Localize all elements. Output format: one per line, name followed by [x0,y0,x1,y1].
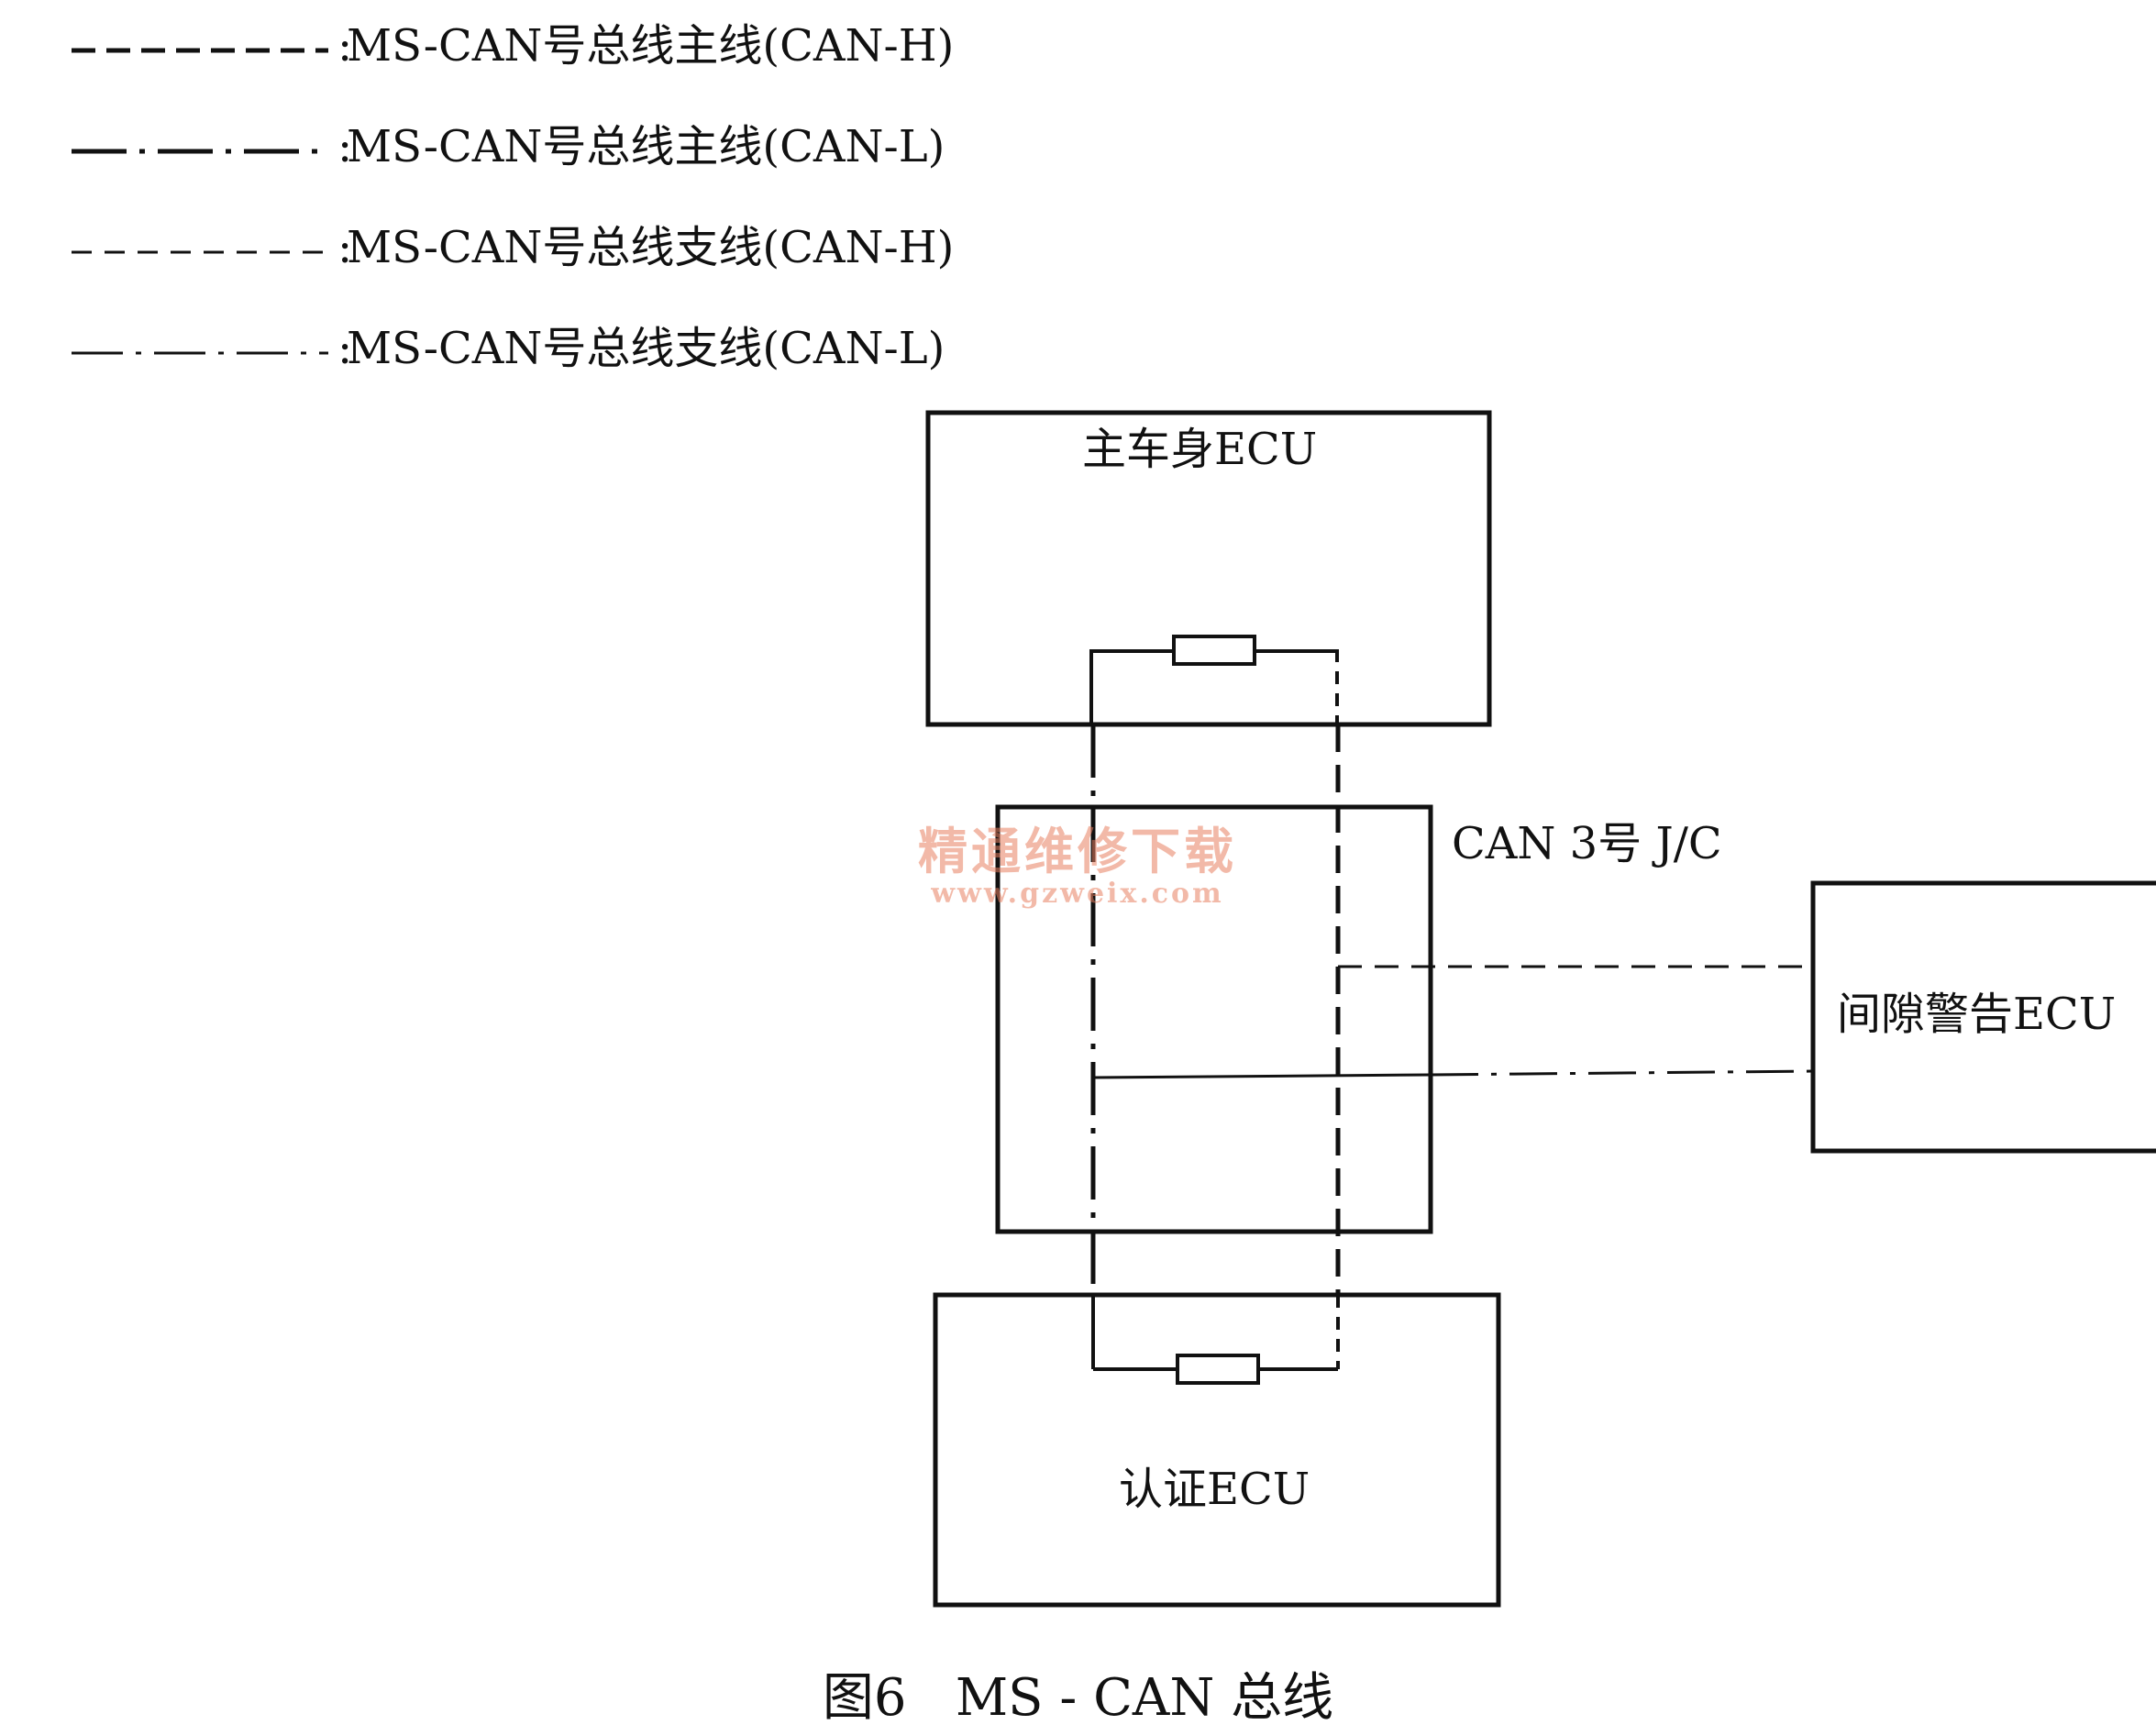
legend-swatch-main-dashed [72,48,328,53]
legend-item-main-can-h: : MS-CAN号总线主线(CAN-H) [72,18,1080,73]
legend-label: MS-CAN号总线主线(CAN-H) [347,20,955,72]
certification-ecu-box [933,1292,1501,1608]
watermark: 精通维修下载 www.gzweix.com [912,824,1243,910]
legend-label: MS-CAN号总线支线(CAN-L) [347,323,945,374]
clearance-warning-ecu-box [1810,880,2156,1154]
junction-label: CAN 3号 J/C [1452,818,1722,869]
watermark-url: www.gzweix.com [931,878,1224,910]
clearance-warning-ecu-label: 间隙警告ECU [1837,989,2117,1040]
legend-label: MS-CAN号总线主线(CAN-L) [347,121,945,172]
bottom-termination-resistor [1176,1354,1260,1385]
legend-item-branch-can-h: : MS-CAN号总线支线(CAN-H) [72,220,1080,275]
branch-can-l-line [1430,1069,1814,1077]
figure-caption: 图6 MS - CAN 总线 [822,1668,1334,1728]
legend-item-branch-can-l: : MS-CAN号总线支线(CAN-L) [72,321,1080,376]
watermark-text: 精通维修下载 [918,822,1237,880]
legend-label: MS-CAN号总线支线(CAN-H) [347,222,955,273]
legend-item-main-can-l: : MS-CAN号总线主线(CAN-L) [72,119,1080,174]
legend-separator: : [337,222,353,273]
branch-can-l-solid [1092,1073,1432,1079]
legend-swatch-main-dash-dot [72,149,328,154]
main-body-ecu-label: 主车身ECU [1082,424,1318,475]
legend-swatch-branch-dash-dot [72,351,328,355]
junction-box [995,804,1433,1234]
certification-ecu-label: 认证ECU [1119,1464,1310,1515]
legend-swatch-branch-dashed [72,250,328,254]
legend-separator: : [337,121,353,172]
main-body-ecu-box [925,410,1492,727]
legend-separator: : [337,323,353,374]
top-termination-resistor [1172,635,1256,666]
legend-separator: : [337,20,353,72]
